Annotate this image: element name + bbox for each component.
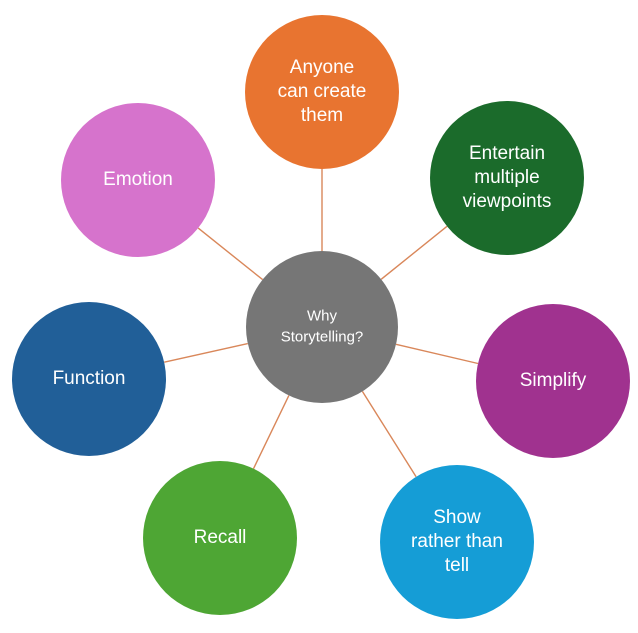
node-anyone-label-line-1: Anyone bbox=[290, 57, 354, 78]
connector-recall bbox=[252, 395, 290, 470]
connector-emotion bbox=[197, 227, 264, 281]
node-entertain-label-line-2: multiple bbox=[474, 167, 539, 188]
connector-show bbox=[361, 391, 417, 478]
node-show-label-line-2: rather than bbox=[411, 531, 503, 552]
connector-entertain bbox=[380, 225, 448, 280]
node-simplify: Simplify bbox=[476, 304, 630, 458]
node-anyone-circle bbox=[245, 15, 399, 169]
node-simplify-circle bbox=[476, 304, 630, 458]
center-label-line-2: Storytelling? bbox=[281, 328, 364, 345]
node-entertain-label-line-1: Entertain bbox=[469, 143, 545, 164]
node-function-label-line-1: Function bbox=[53, 368, 126, 389]
node-function: Function bbox=[12, 302, 166, 456]
node-show-label-line-1: Show bbox=[433, 507, 481, 528]
node-emotion: Emotion bbox=[61, 103, 215, 257]
node-anyone-label-line-2: can create bbox=[278, 81, 367, 102]
node-entertain-label-line-3: viewpoints bbox=[463, 191, 552, 212]
node-entertain-circle bbox=[430, 101, 584, 255]
node-function-circle bbox=[12, 302, 166, 456]
connector-function bbox=[164, 342, 248, 363]
center-circle bbox=[246, 251, 398, 403]
node-emotion-circle bbox=[61, 103, 215, 257]
node-simplify-label-line-1: Simplify bbox=[520, 370, 587, 391]
node-recall: Recall bbox=[143, 461, 297, 615]
node-show: Show rather than tell bbox=[380, 465, 534, 619]
connector-simplify bbox=[395, 343, 479, 365]
center-label-line-1: Why bbox=[307, 307, 338, 324]
connectors bbox=[164, 169, 479, 478]
node-recall-circle bbox=[143, 461, 297, 615]
node-anyone-label-line-3: them bbox=[301, 105, 343, 126]
node-anyone: Anyone can create them bbox=[245, 15, 399, 169]
node-recall-label-line-1: Recall bbox=[194, 527, 247, 548]
node-show-label-line-3: tell bbox=[445, 555, 469, 576]
node-show-circle bbox=[380, 465, 534, 619]
node-entertain: Entertain multiple viewpoints bbox=[430, 101, 584, 255]
node-emotion-label-line-1: Emotion bbox=[103, 169, 173, 190]
